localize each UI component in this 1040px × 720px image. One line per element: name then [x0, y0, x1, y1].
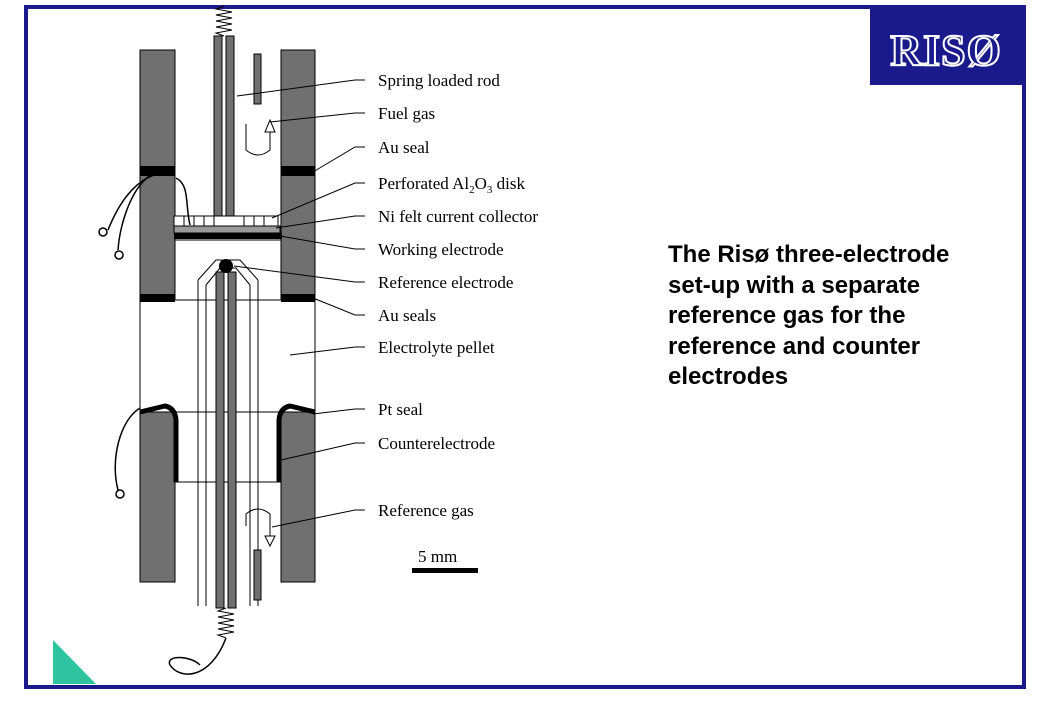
pt-seal-right	[276, 403, 316, 482]
fuel-gas-arrow	[245, 124, 271, 156]
leader-reference-electrode	[233, 265, 365, 283]
pt-seal-left	[139, 403, 179, 482]
label-reference-electrode: Reference electrode	[378, 273, 513, 292]
leader-counterelectrode	[280, 442, 365, 461]
leader-perforated-disk	[271, 182, 365, 219]
scale-bar-label: 5 mm	[418, 547, 457, 566]
label-au-seals: Au seals	[378, 306, 436, 325]
leader-pt-seal	[312, 408, 365, 415]
label-fuel-gas: Fuel gas	[378, 104, 435, 123]
au-seals-lower-left	[140, 294, 175, 302]
scale-bar	[412, 568, 478, 573]
label-reference-gas: Reference gas	[378, 501, 474, 520]
ref-gas-inlet	[253, 549, 262, 601]
leader-fuel-gas	[269, 112, 365, 123]
wire-4	[114, 407, 141, 491]
slide-caption: The Risø three-electrode set-up with a s…	[668, 241, 950, 390]
spring-bottom	[216, 607, 235, 639]
wire-1	[107, 171, 176, 231]
label-electrolyte-pellet: Electrolyte pellet	[378, 338, 495, 357]
label-au-seal: Au seal	[378, 138, 430, 157]
lower-tube-right	[280, 411, 316, 583]
inner-cavity-upper	[174, 239, 282, 300]
leader-reference-gas	[271, 509, 365, 528]
spring-loaded-rod-a	[213, 35, 223, 233]
label-pt-seal: Pt seal	[378, 400, 423, 419]
label-spring-loaded-rod: Spring loaded rod	[378, 71, 500, 90]
ref-rod-a	[215, 271, 225, 609]
label-ni-felt: Ni felt current collector	[378, 207, 538, 226]
spring-top	[214, 5, 233, 37]
au-seal-left	[140, 166, 175, 176]
ref-rod-b	[227, 271, 237, 609]
leader-au-seals	[312, 297, 365, 316]
leader-electrolyte-pellet	[289, 346, 365, 356]
ref-gas-arrow	[245, 508, 271, 536]
spring-loaded-rod-b	[225, 35, 235, 233]
label-perforated-disk: Perforated Al2O3 disk	[378, 174, 525, 196]
fuel-gas-inlet	[253, 53, 262, 105]
working-electrode	[174, 233, 282, 239]
accent-triangle	[53, 640, 96, 684]
lower-tube-left	[139, 411, 176, 583]
wire-2	[117, 171, 159, 251]
fuel-gas-arrowhead	[264, 118, 276, 133]
leader-ni-felt	[275, 215, 365, 229]
leader-working-electrode	[279, 235, 365, 250]
reference-electrode-ball	[219, 259, 233, 273]
au-seals-lower-right	[281, 294, 315, 302]
ni-felt-collector	[173, 225, 281, 234]
risoe-logo: RISØ	[870, 9, 1022, 85]
wire-3	[175, 177, 191, 226]
logo-text: RISØ	[889, 25, 1002, 76]
leader-spring-loaded-rod	[236, 79, 365, 97]
label-counterelectrode: Counterelectrode	[378, 434, 495, 453]
au-seal-right	[281, 166, 315, 176]
leader-au-seal	[312, 146, 365, 173]
ref-gas-arrowhead	[264, 535, 276, 548]
wire-5	[168, 637, 227, 675]
label-working-electrode: Working electrode	[378, 240, 504, 259]
